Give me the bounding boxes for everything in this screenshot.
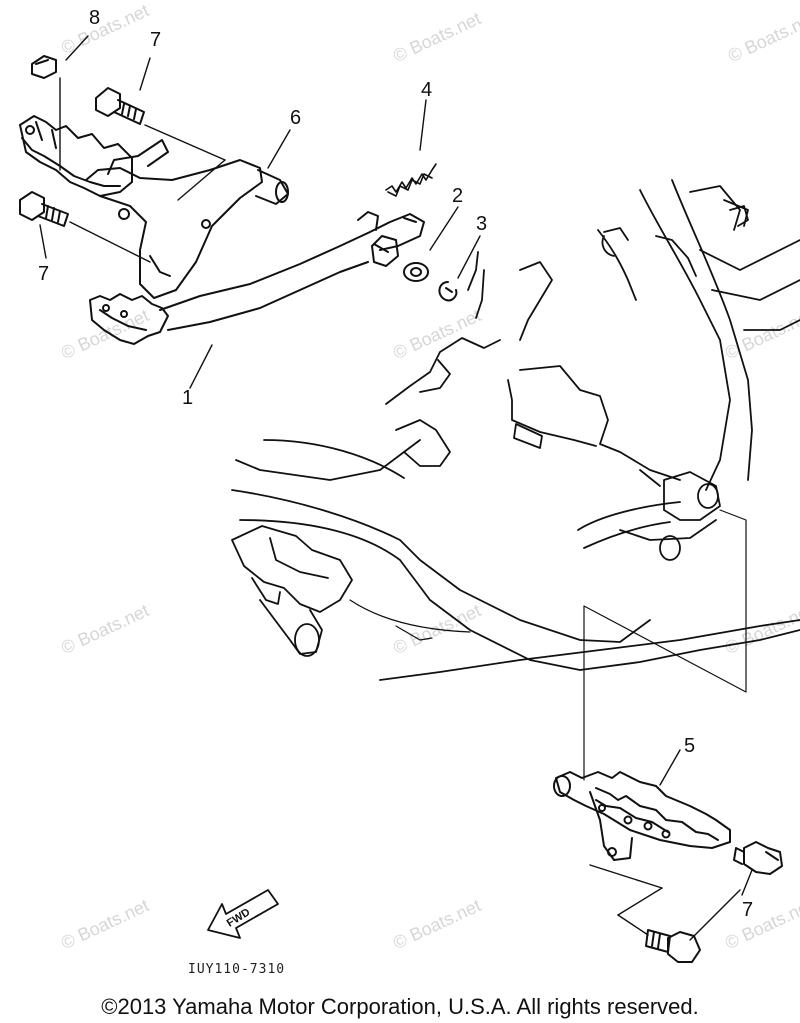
- footrest-bracket-part-6: [19, 115, 289, 299]
- copyright-footer: ©2013 Yamaha Motor Corporation, U.S.A. A…: [101, 994, 699, 1019]
- washer-part-2: [403, 262, 429, 282]
- callout-7-left: 7: [38, 263, 50, 285]
- callout-7-top: 7: [150, 29, 162, 51]
- bolt-part-7-left: [19, 191, 69, 227]
- footrest-part-5: [553, 771, 731, 861]
- leader-lines: [39, 35, 753, 941]
- clip-part-3: [438, 281, 458, 302]
- bolt-part-7-right: [733, 841, 783, 875]
- callout-6: 6: [290, 107, 302, 129]
- spring-part-4: [385, 163, 437, 197]
- fwd-arrow-icon: [207, 889, 279, 939]
- bolt-part-7-bottom: [645, 929, 701, 963]
- callout-3: 3: [476, 213, 488, 235]
- callout-7-right: 7: [742, 899, 754, 921]
- frame-assembly: [231, 179, 800, 781]
- callout-8: 8: [89, 7, 101, 29]
- callout-5: 5: [684, 735, 696, 757]
- diagram-code: IUY110-7310: [188, 962, 286, 977]
- bolt-part-7-top: [95, 87, 145, 125]
- callout-4: 4: [421, 79, 433, 101]
- callout-1: 1: [182, 387, 194, 409]
- callout-2: 2: [452, 185, 464, 207]
- nut-part-8: [31, 55, 57, 79]
- brake-pedal-part-1: [89, 211, 425, 345]
